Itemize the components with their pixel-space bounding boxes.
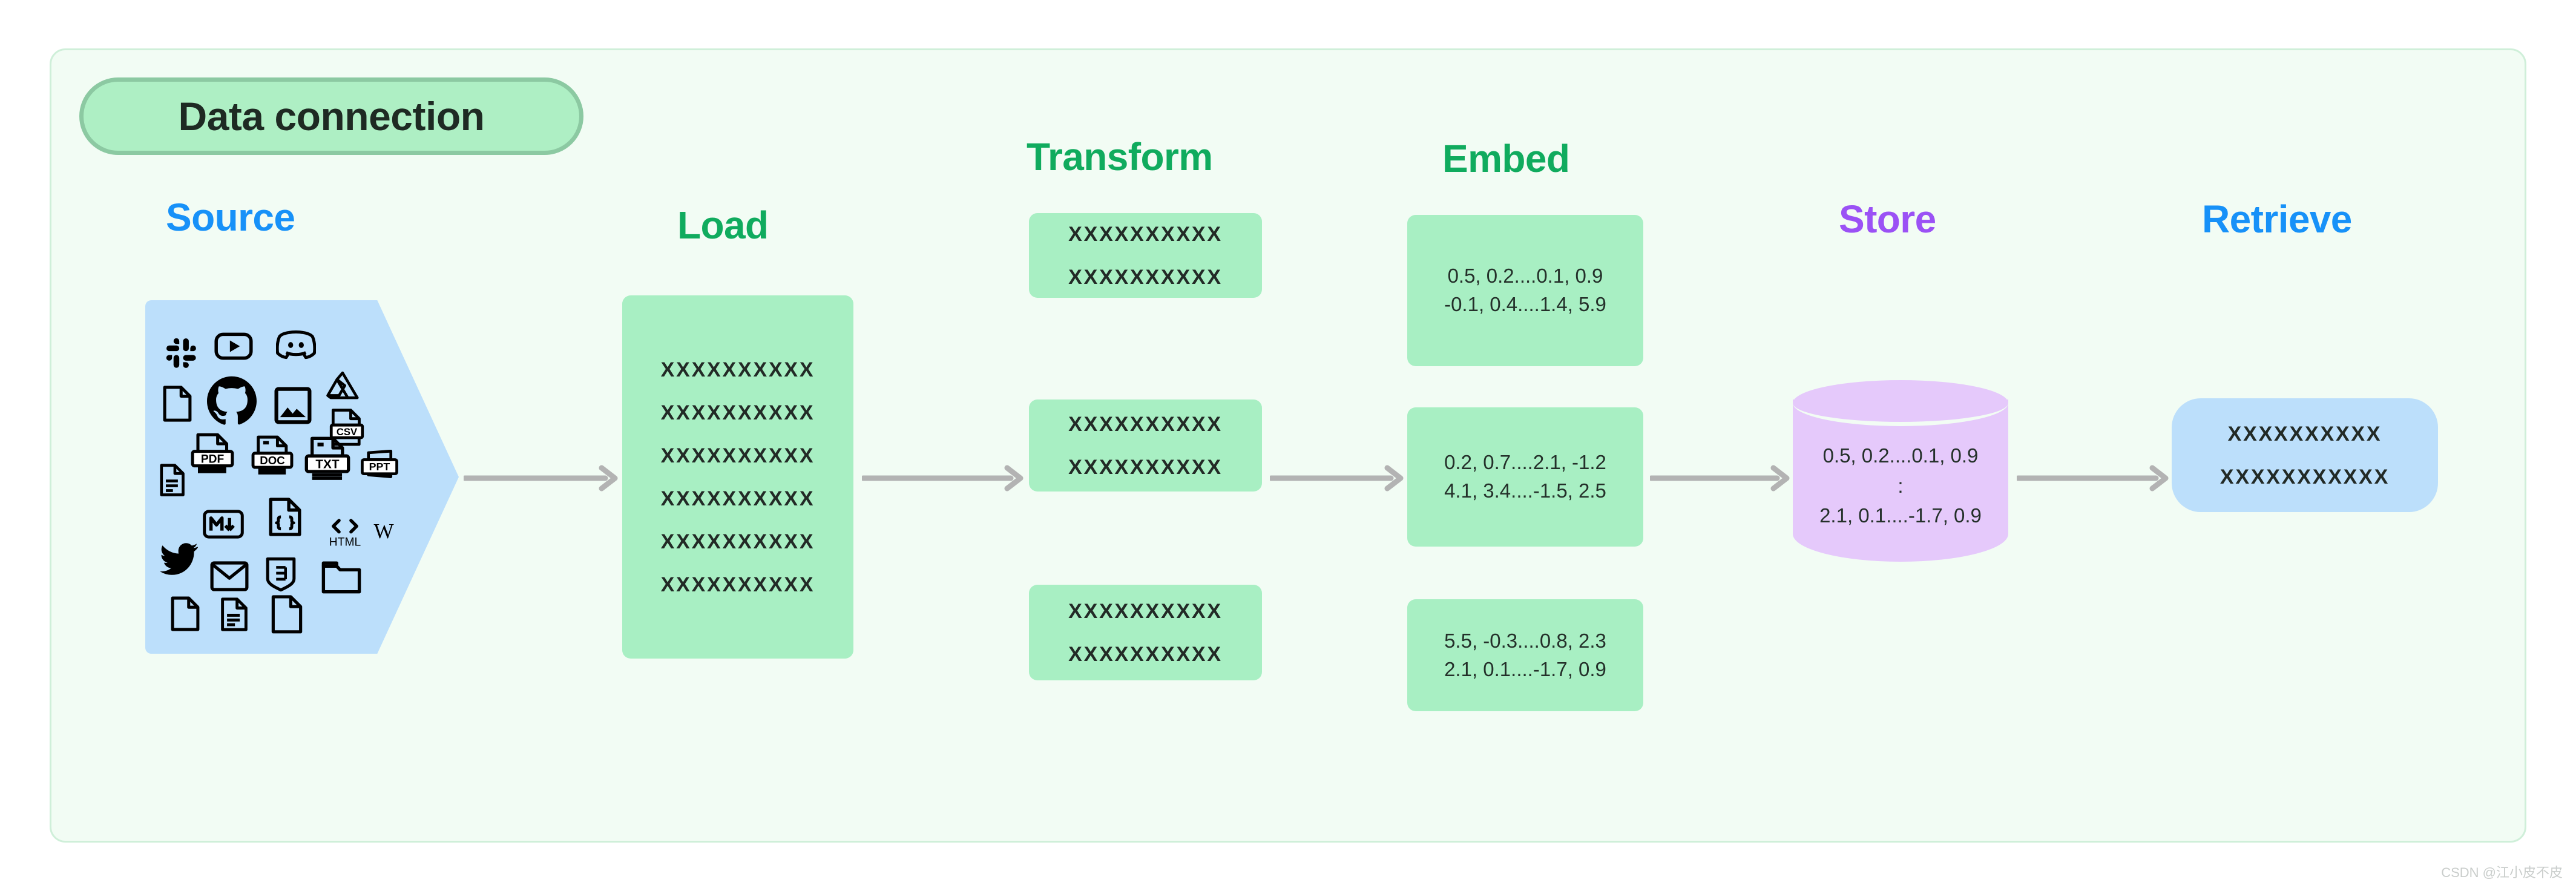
store-line: 2.1, 0.1....-1.7, 0.9: [1819, 504, 1982, 527]
data-connection-title-pill: Data connection: [79, 77, 583, 155]
embed-vector-line: 2.1, 0.1....-1.7, 0.9: [1444, 657, 1606, 680]
doc-file-icon: DOC: [249, 433, 295, 477]
transform-line: XXXXXXXXXX: [1068, 455, 1223, 479]
load-line: XXXXXXXXXX: [660, 444, 815, 467]
file-blank-2-icon: [168, 594, 202, 633]
arrow-transform-to-embed: [1270, 460, 1404, 496]
css3-icon: [264, 556, 298, 593]
store-vector-text: 0.5, 0.2....0.1, 0.9 : 2.1, 0.1....-1.7,…: [1793, 441, 2008, 531]
svg-text:W: W: [373, 519, 394, 543]
folder-icon: [320, 558, 363, 596]
retrieve-line: XXXXXXXXXX: [2227, 422, 2382, 446]
embed-box: 5.5, -0.3....0.8, 2.3 2.1, 0.1....-1.7, …: [1407, 599, 1643, 711]
twitter-icon: [159, 541, 200, 577]
stage-label-transform: Transform: [1027, 135, 1213, 179]
json-code-file-icon: [266, 495, 304, 539]
load-line: XXXXXXXXXX: [660, 530, 815, 553]
embed-vector-line: 0.2, 0.7....2.1, -1.2: [1444, 451, 1606, 474]
csv-file-icon: CSV: [328, 407, 366, 448]
load-line: XXXXXXXXXX: [660, 401, 815, 424]
transform-line: XXXXXXXXXX: [1068, 599, 1223, 623]
cylinder-body: [1793, 399, 2008, 562]
embed-vector-line: 0.5, 0.2....0.1, 0.9: [1447, 265, 1603, 288]
svg-text:CSV: CSV: [337, 426, 358, 438]
embed-vector-line: 5.5, -0.3....0.8, 2.3: [1444, 629, 1606, 652]
file-blank-icon: [159, 383, 196, 425]
retrieve-line: XXXXXXXXXXX: [2220, 465, 2390, 488]
embed-box: 0.2, 0.7....2.1, -1.2 4.1, 3.4....-1.5, …: [1407, 407, 1643, 547]
transform-box: XXXXXXXXXX XXXXXXXXXX: [1029, 399, 1262, 492]
data-connection-panel: [50, 48, 2526, 843]
store-cylinder: 0.5, 0.2....0.1, 0.9 : 2.1, 0.1....-1.7,…: [1793, 380, 2008, 562]
github-icon: [206, 374, 258, 426]
transform-line: XXXXXXXXXX: [1068, 265, 1223, 289]
image-icon: [272, 385, 314, 426]
embed-vector-line: -0.1, 0.4....1.4, 5.9: [1444, 293, 1606, 315]
load-line: XXXXXXXXXX: [660, 487, 815, 510]
discord-icon: [274, 326, 318, 364]
file-lines-icon: [218, 596, 251, 633]
txt-file-icon: TXT: [303, 435, 352, 483]
transform-box: XXXXXXXXXX XXXXXXXXXX: [1029, 585, 1262, 680]
stage-label-store: Store: [1839, 197, 1936, 241]
html-icon: HTML: [323, 513, 367, 550]
transform-line: XXXXXXXXXX: [1068, 642, 1223, 666]
retrieve-box: XXXXXXXXXX XXXXXXXXXXX: [2172, 398, 2438, 512]
stage-label-load: Load: [677, 203, 769, 247]
stage-label-source: Source: [166, 196, 295, 239]
arrow-embed-to-store: [1650, 460, 1790, 496]
page-title: Data connection: [178, 94, 485, 139]
ppt-file-icon: PPT: [358, 448, 401, 487]
file-text-lines-icon: [156, 461, 189, 499]
wikipedia-icon: W: [368, 515, 399, 546]
stage-label-retrieve: Retrieve: [2202, 197, 2352, 241]
cylinder-top-ellipse: [1793, 380, 2008, 426]
file-blank-3-icon: [269, 593, 305, 636]
markdown-icon: [201, 508, 246, 540]
youtube-icon: [212, 327, 255, 366]
transform-box: XXXXXXXXXX XXXXXXXXXX: [1029, 213, 1262, 298]
transform-line: XXXXXXXXXX: [1068, 222, 1223, 246]
embed-box: 0.5, 0.2....0.1, 0.9 -0.1, 0.4....1.4, 5…: [1407, 215, 1643, 366]
svg-text:TXT: TXT: [315, 457, 340, 471]
store-line: 0.5, 0.2....0.1, 0.9: [1822, 444, 1979, 467]
pdf-file-icon: PDF: [189, 431, 236, 476]
load-line: XXXXXXXXXX: [660, 358, 815, 381]
stage-label-embed: Embed: [1442, 137, 1570, 180]
load-box: XXXXXXXXXX XXXXXXXXXX XXXXXXXXXX XXXXXXX…: [622, 295, 853, 659]
google-drive-icon: [324, 368, 361, 402]
watermark: CSDN @江小皮不皮: [2441, 865, 2563, 880]
svg-text:PDF: PDF: [201, 453, 225, 465]
arrow-load-to-transform: [862, 460, 1024, 496]
transform-line: XXXXXXXXXX: [1068, 412, 1223, 436]
email-icon: [208, 559, 251, 593]
svg-text:HTML: HTML: [329, 536, 361, 548]
svg-text:DOC: DOC: [260, 454, 284, 467]
svg-text:PPT: PPT: [369, 461, 390, 473]
slack-icon: [162, 334, 201, 373]
embed-vector-line: 4.1, 3.4....-1.5, 2.5: [1444, 479, 1606, 502]
store-line-ellipsis: :: [1898, 474, 1904, 497]
arrow-source-to-load: [464, 460, 619, 496]
load-line: XXXXXXXXXX: [660, 573, 815, 596]
arrow-store-to-retrieve: [2017, 460, 2169, 496]
